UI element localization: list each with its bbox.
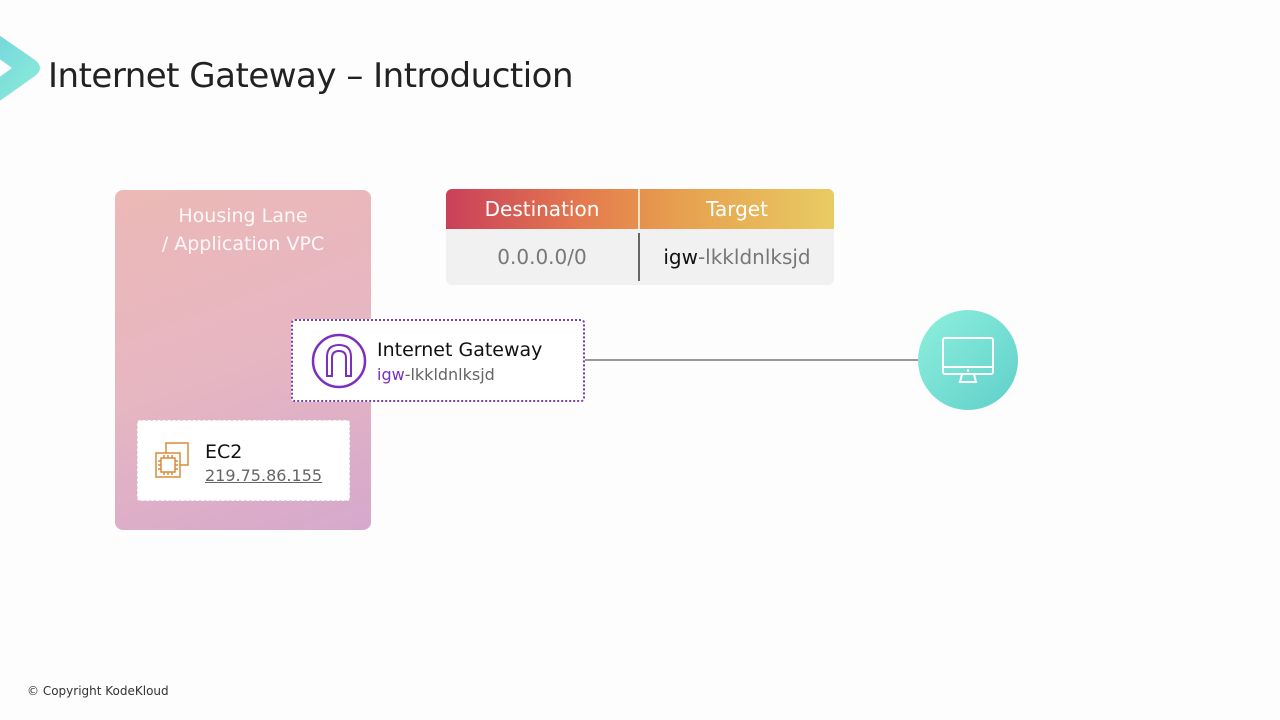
header-target: Target xyxy=(706,197,768,221)
client-computer-node xyxy=(918,310,1018,410)
ec2-chip-icon xyxy=(155,442,189,478)
cell-destination: 0.0.0.0/0 xyxy=(446,233,640,281)
internet-gateway-icon xyxy=(311,333,367,389)
igw-id-prefix: igw xyxy=(377,365,405,384)
desktop-monitor-icon xyxy=(942,337,994,383)
kodekloud-logo-icon xyxy=(0,35,40,101)
copyright-footer: © Copyright KodeKloud xyxy=(27,684,169,698)
igw-id: igw-lkkldnlksjd xyxy=(377,365,495,384)
vpc-label-line1: Housing Lane xyxy=(178,205,308,227)
ec2-name: EC2 xyxy=(205,441,243,463)
route-table-header: Destination Target xyxy=(446,189,834,229)
cell-target: igw-lkkldnlksjd xyxy=(640,229,834,285)
route-table: Destination Target 0.0.0.0/0 igw-lkkldnl… xyxy=(446,189,834,285)
page-title: Internet Gateway – Introduction xyxy=(48,56,574,96)
table-row: 0.0.0.0/0 igw-lkkldnlksjd xyxy=(446,229,834,285)
ec2-ip-link[interactable]: 219.75.86.155 xyxy=(205,466,323,485)
target-suffix: -lkkldnlksjd xyxy=(697,245,811,269)
igw-id-suffix: -lkkldnlksjd xyxy=(404,365,495,384)
vpc-label-line2: / Application VPC xyxy=(161,233,325,255)
header-destination: Destination xyxy=(446,189,640,229)
ec2-instance-node[interactable]: EC2 219.75.86.155 xyxy=(137,420,350,501)
igw-name: Internet Gateway xyxy=(377,339,543,361)
internet-gateway-node[interactable]: Internet Gateway igw-lkkldnlksjd xyxy=(291,319,585,402)
target-prefix: igw xyxy=(663,245,698,269)
vpc-label: Housing Lane / Application VPC xyxy=(115,202,371,258)
